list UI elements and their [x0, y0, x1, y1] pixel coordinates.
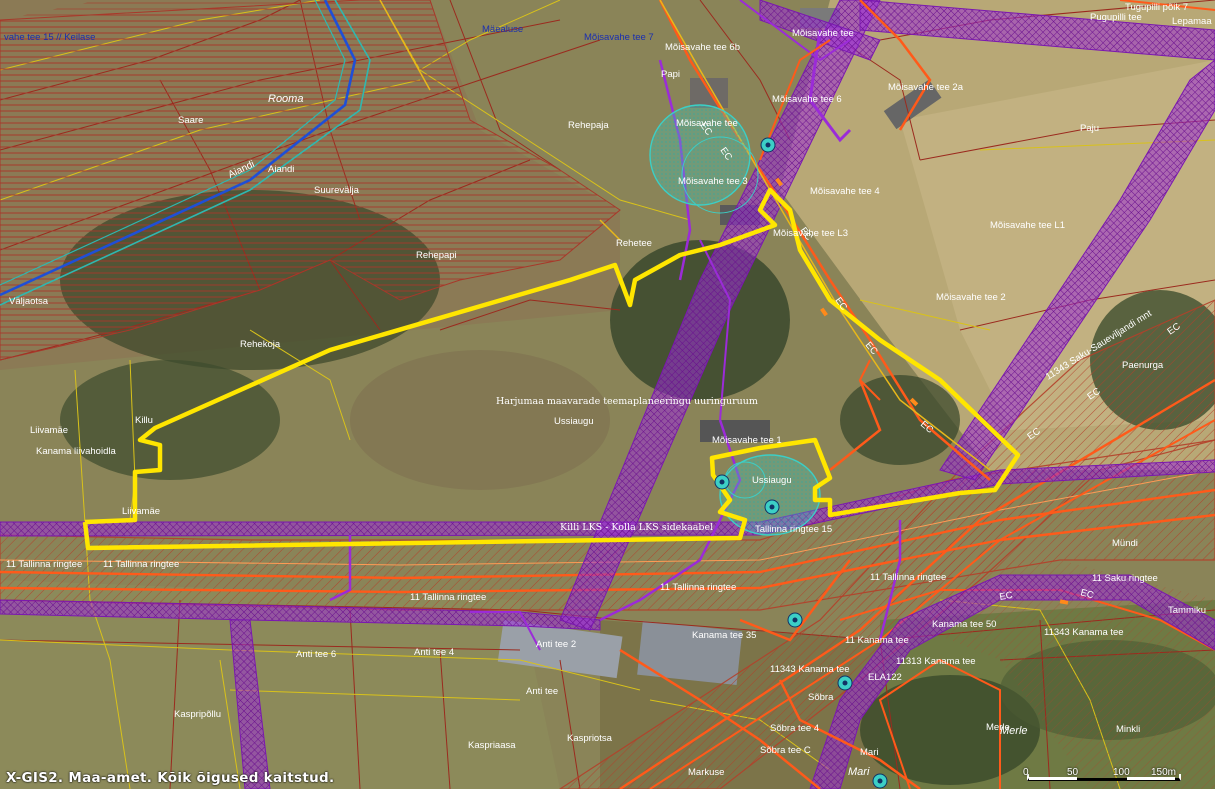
label: Merle	[986, 722, 1010, 733]
label: Minkli	[1116, 724, 1140, 735]
scale-label: 150m	[1151, 767, 1177, 778]
water-well-icon[interactable]	[764, 499, 780, 515]
label: Mõisavahe tee 4	[810, 186, 880, 197]
protected-zone-hatch	[0, 0, 621, 361]
label: Mõisavahe tee	[676, 118, 738, 129]
water-wells[interactable]	[714, 137, 888, 789]
label: 11 Tallinna ringtee	[870, 572, 946, 583]
label: Kaspripõllu	[174, 709, 221, 720]
label: Mõisavahe tee 6	[772, 94, 842, 105]
water-well-icon[interactable]	[837, 675, 853, 691]
scale-bar: 0 50 100 150m	[1023, 763, 1187, 785]
label: Papi	[661, 69, 680, 80]
study-area-boundary[interactable]	[82, 187, 1021, 551]
scale-bar-segment	[1127, 777, 1175, 780]
label: Pugupilli tee	[1090, 12, 1142, 23]
label: Rehekoja	[240, 339, 281, 350]
label: 11343 Kanama tee	[770, 664, 850, 675]
copyright-notice: X-GIS2. Maa-amet. Kõik õigused kaitstud.	[6, 770, 335, 786]
aiandi-road[interactable]	[0, 0, 371, 306]
label: Mõisavahe tee 2a	[888, 82, 964, 93]
label: Kaspriaasa	[468, 740, 516, 751]
label: Suurevälja	[314, 185, 360, 196]
label: Rooma	[268, 93, 303, 105]
water-well-icon[interactable]	[872, 773, 888, 789]
scale-label: 0	[1023, 767, 1029, 778]
label: 11 Tallinna ringtee	[103, 559, 179, 570]
label: Liivamäe	[30, 425, 68, 436]
ec-label: EC	[999, 590, 1014, 603]
label: Paenurga	[1122, 360, 1164, 371]
label: 11 Saku ringtee	[1092, 573, 1158, 584]
label: Rehetee	[616, 238, 652, 249]
label: Liivamäe	[122, 506, 160, 517]
label: Sõbra	[808, 692, 834, 703]
label: Mõisavahe tee 2	[936, 292, 1006, 303]
label: Merle	[1000, 725, 1028, 737]
ec-label: EC	[1079, 587, 1095, 601]
wellhead-protection-zones[interactable]	[649, 104, 821, 536]
label: Tammiku	[1168, 605, 1206, 616]
label: Anti tee 4	[414, 647, 454, 658]
label: Sõbra tee 4	[770, 723, 819, 734]
label: Mõisavahe tee L1	[990, 220, 1065, 231]
label: Mari	[848, 766, 870, 778]
label: Mõisavahe tee L3	[773, 228, 848, 239]
label: Kanama liivahoidla	[36, 446, 116, 457]
label: Anti tee 6	[296, 649, 336, 660]
label: vahe tee 15 // Keilase	[4, 32, 95, 43]
label: Rehepaja	[568, 120, 609, 131]
label: Sõbra tee C	[760, 745, 811, 756]
scale-bar-line	[1027, 774, 1181, 781]
label: Lepamaa	[1172, 16, 1212, 27]
label: Tallinna ringtee 15	[755, 524, 832, 535]
label: Killu	[135, 415, 153, 426]
label: Rehepapi	[416, 250, 457, 261]
label: Anti tee 2	[536, 639, 576, 650]
label: 11313 Kanama tee	[896, 656, 976, 667]
label: Mäealuse	[482, 24, 523, 35]
label: 11 Tallinna ringtee	[410, 592, 486, 603]
label: Ussiaugu	[554, 416, 594, 427]
water-well-icon[interactable]	[760, 137, 776, 153]
label: Kanama tee 35	[692, 630, 756, 641]
label: Killi LKS - Kolla LKS sidekaabel	[560, 522, 713, 533]
label: Mõisavahe tee 3	[678, 176, 748, 187]
label: Harjumaa maavarade teemaplaneeringu uuri…	[496, 396, 758, 407]
label: Markuse	[688, 767, 724, 778]
label: 11343 Kanama tee	[1044, 627, 1124, 638]
label: Saare	[178, 115, 203, 126]
label: Mõisavahe tee	[792, 28, 854, 39]
label: Mõisavahe tee 1	[712, 435, 782, 446]
scale-label: 50	[1067, 767, 1079, 778]
label: Mõisavahe tee 6b	[665, 42, 740, 53]
label: Aiandi	[268, 164, 294, 175]
label: Mündi	[1112, 538, 1138, 549]
label: Väljaotsa	[9, 296, 49, 307]
gold-road-edges	[379, 0, 991, 471]
label: 11 Tallinna ringtee	[660, 582, 736, 593]
water-well-icon[interactable]	[714, 474, 730, 490]
water-well-icon[interactable]	[787, 612, 803, 628]
label: Ussiaugu	[752, 475, 792, 486]
scale-label: 100	[1113, 767, 1130, 778]
label: Paju	[1080, 123, 1099, 134]
label: Kaspriotsa	[567, 733, 613, 744]
label: 11 Tallinna ringtee	[6, 559, 82, 570]
label: Anti tee	[526, 686, 558, 697]
label: Mari	[860, 747, 878, 758]
label: Mõisavahe tee 7	[584, 32, 654, 43]
scale-bar-segment	[1029, 777, 1077, 780]
label: Kanama tee 50	[932, 619, 996, 630]
label: 11 Kanama tee	[845, 635, 909, 646]
label: ELA122	[868, 672, 902, 683]
label: Tugupilli põik 7	[1125, 2, 1188, 13]
